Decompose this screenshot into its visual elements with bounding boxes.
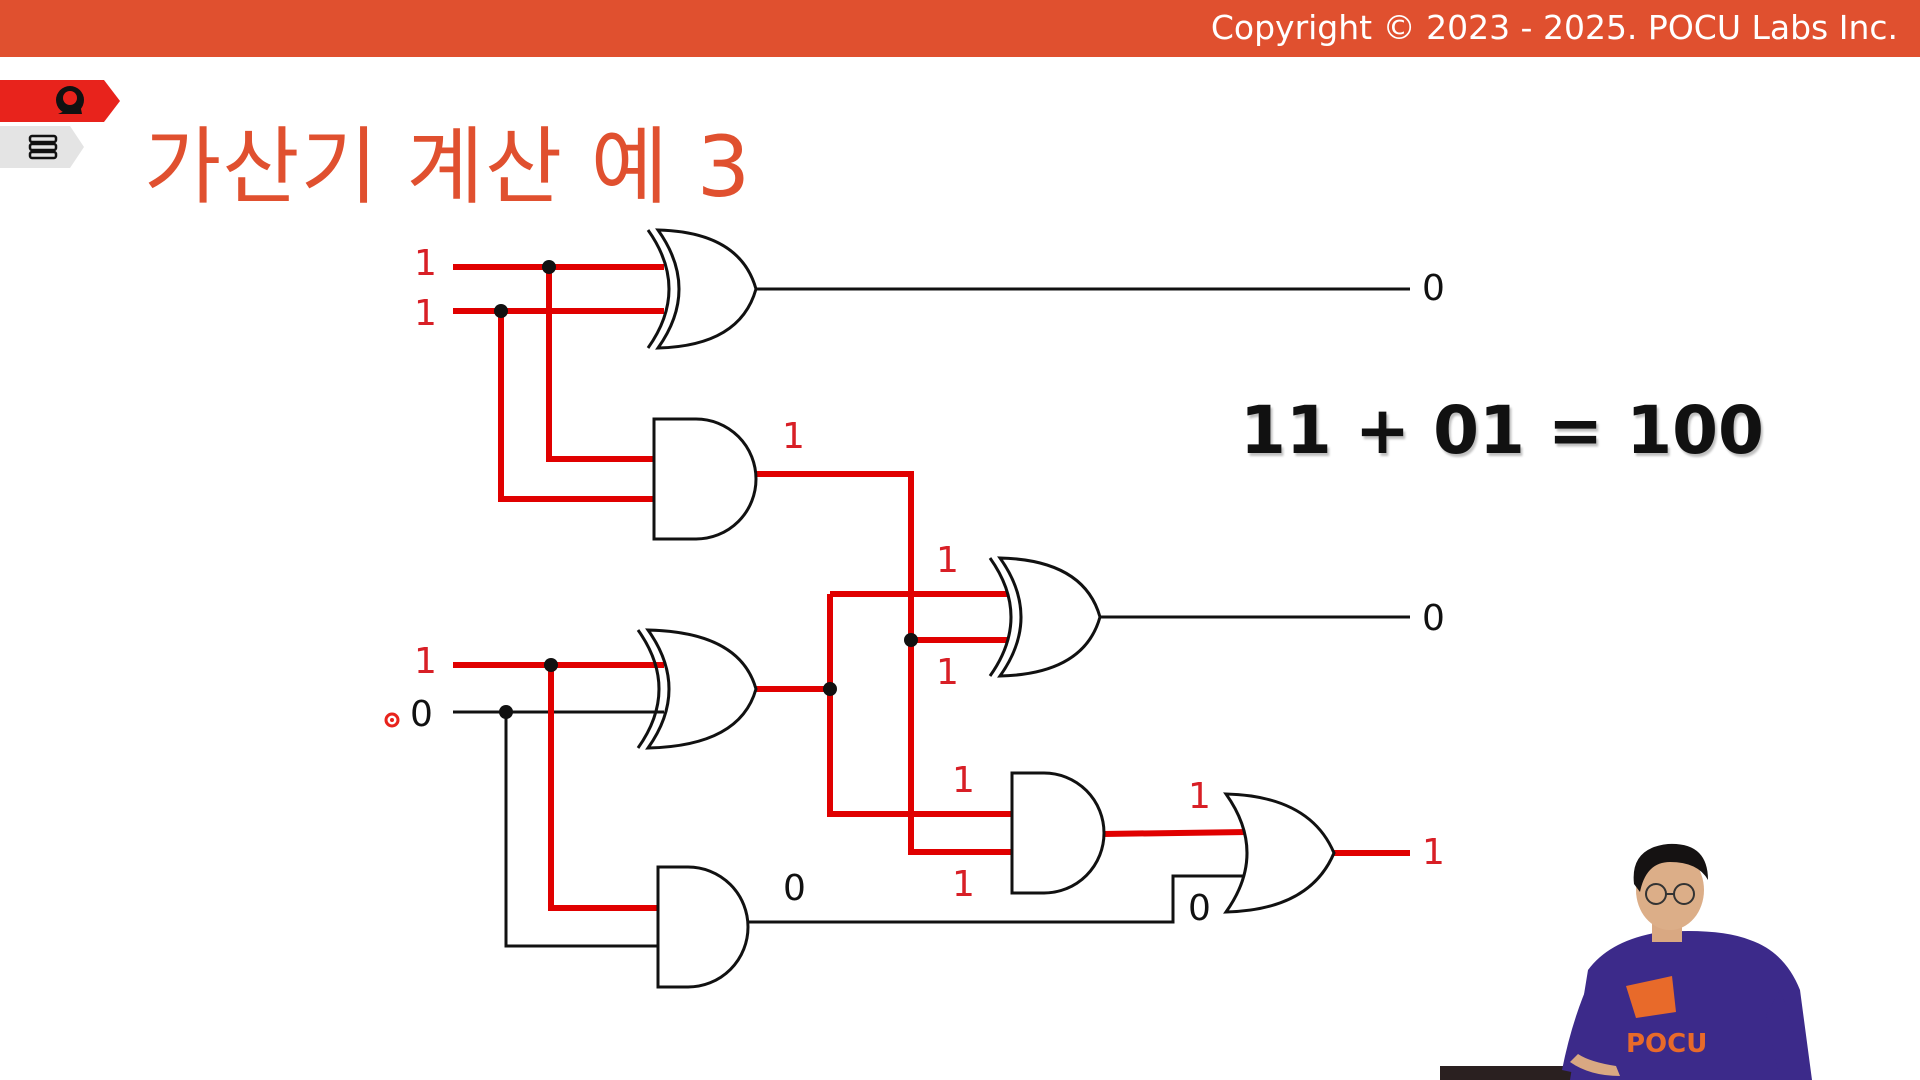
xor-gate-3: [988, 556, 1102, 678]
xor2-branch-wire: [827, 594, 1012, 817]
and2-output-label: 0: [783, 868, 806, 909]
output-top-label: 0: [1422, 268, 1445, 309]
a0-branch-wire: [548, 665, 658, 911]
and-gate-3: [1010, 771, 1106, 895]
and1-output-wire: [744, 471, 1012, 855]
or-input-top-label: 1: [1188, 776, 1211, 817]
input-b1-label: 1: [414, 293, 437, 334]
or-input-bottom-label: 0: [1188, 888, 1211, 929]
xor-gate-2: [636, 628, 758, 750]
b1-branch-wire: [498, 311, 654, 502]
and-gate-1: [652, 417, 758, 541]
input-a0-label: 1: [414, 641, 437, 682]
and1-output-label: 1: [782, 416, 805, 457]
equation-text: 11 + 01 = 100: [1240, 392, 1764, 469]
input-b0-label: 0: [410, 694, 433, 735]
b0-branch-wire: [504, 712, 658, 948]
and3-input-top-label: 1: [952, 760, 975, 801]
and3-output-wire: [1102, 829, 1249, 837]
pointer-dot: [384, 712, 400, 728]
shirt-logo-shape: [1626, 976, 1676, 1018]
xor-gate-1: [646, 228, 758, 350]
shirt-logo-text: POCU: [1626, 1029, 1707, 1059]
copyright-text: Copyright © 2023 - 2025. POCU Labs Inc.: [1210, 8, 1898, 47]
xor3-input-top-label: 1: [936, 540, 959, 581]
slide-title: 가산기 계산 예 3: [144, 118, 752, 216]
and-gate-2: [656, 865, 750, 989]
book-stack-icon[interactable]: [0, 126, 120, 168]
and3-input-bottom-label: 1: [952, 864, 975, 905]
brain-head-icon[interactable]: [0, 80, 120, 122]
xor3-input-bottom-label: 1: [936, 652, 959, 693]
output-carry-label: 1: [1422, 832, 1445, 873]
input-a1-label: 1: [414, 243, 437, 284]
active-wires: [453, 264, 1410, 911]
presenter-video: POCU: [1440, 843, 1812, 1080]
and2-output-wire: [746, 874, 1246, 924]
output-middle-label: 0: [1422, 598, 1445, 639]
inactive-wires: [453, 287, 1410, 948]
wire-junctions: [494, 260, 918, 719]
or-gate-1: [1223, 792, 1336, 914]
header-bar: Copyright © 2023 - 2025. POCU Labs Inc.: [0, 0, 1920, 57]
a1-branch-wire: [546, 267, 654, 462]
